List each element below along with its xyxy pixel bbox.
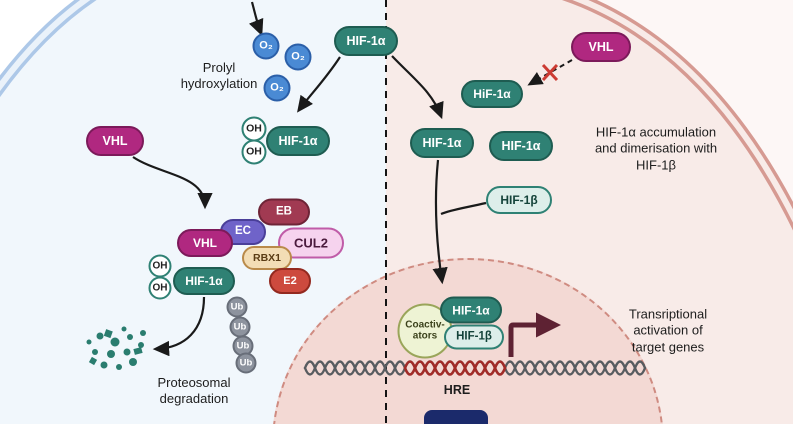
transcription-arrow <box>508 312 561 357</box>
oh-group: OH <box>241 116 267 142</box>
left-membrane-outside <box>0 0 86 87</box>
o2-molecule: O₂ <box>252 32 280 60</box>
arrow-into-prolyl <box>248 1 264 37</box>
arrow-complex-to-degradation <box>152 296 206 357</box>
right-cell-membrane-inner <box>572 0 793 223</box>
arrow-hif-to-hypoxia-side <box>391 55 444 120</box>
proteosomal-degradation-label: Proteosomal degradation <box>157 374 231 406</box>
hif1a-hydroxylated-pill: HIF-1α <box>266 126 330 156</box>
hif1a-pill-accumulated: HIF-1α <box>410 128 474 158</box>
hre-label: HRE <box>443 383 471 397</box>
arrow-hif-to-hydroxylation <box>297 56 341 113</box>
rbx1-pill: RBX1 <box>242 246 292 270</box>
hif1a-pill-complex: HIF-1α <box>173 267 235 295</box>
transcription-activation-label: Transriptional activation of target gene… <box>628 306 708 355</box>
e2-pill: E2 <box>269 268 311 294</box>
accumulation-label: HIF-1α accumulation and dimerisation wit… <box>594 124 718 173</box>
oh-group: OH <box>241 139 267 165</box>
arrow-vhl-inhibited <box>527 59 573 86</box>
ubiquitin: Ub <box>229 316 251 338</box>
bottom-cropped-shape <box>424 410 488 424</box>
cul2-pill: CUL2 <box>278 227 344 259</box>
ubiquitin: Ub <box>235 352 257 374</box>
hif1b-pill: HIF-1β <box>486 186 552 214</box>
vhl-pill-complex: VHL <box>177 229 233 257</box>
vhl-pill: VHL <box>86 126 144 156</box>
ubiquitin: Ub <box>226 296 248 318</box>
oh-group: OH <box>148 276 172 300</box>
hif1a-pill-nucleus: HIF-1α <box>440 296 502 324</box>
oh-group: OH <box>148 254 172 278</box>
hif1a-pill-accumulated: HIF-1α <box>489 131 553 161</box>
arrow-hif-to-nucleus <box>432 159 448 285</box>
prolyl-hydroxylation-label: Prolyl hydroxylation <box>180 59 258 91</box>
eb-pill: EB <box>258 198 310 226</box>
arrow-vhl-to-complex <box>132 156 213 210</box>
hif1a-pill-top: HIF-1α <box>334 26 398 56</box>
vhl-pill-hypoxia: VHL <box>571 32 631 62</box>
hre-strand-b <box>403 360 507 376</box>
hif1b-pill-nucleus: HIF-1β <box>444 324 504 350</box>
hif1a-pill-not-bound: HiF-1α <box>461 80 523 108</box>
o2-molecule: O₂ <box>263 74 291 102</box>
o2-molecule: O₂ <box>284 43 312 71</box>
connector-hif1b-join <box>440 201 487 216</box>
degraded-protein-speckles <box>86 326 146 370</box>
left-cell-membrane-inner <box>0 0 91 92</box>
inhibition-x-icon <box>541 63 559 82</box>
right-membrane-outside <box>580 0 793 217</box>
